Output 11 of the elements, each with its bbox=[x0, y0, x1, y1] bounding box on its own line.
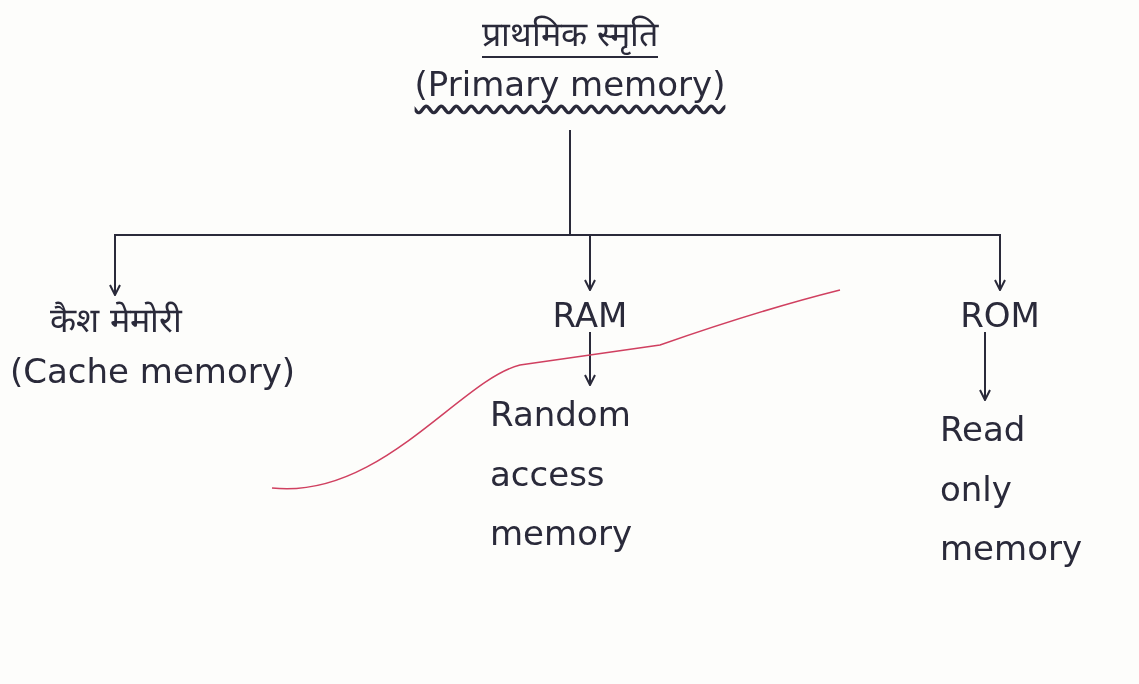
node-label: Random access memory bbox=[490, 393, 634, 555]
node-label: (Cache memory) bbox=[10, 350, 297, 393]
node-label: कैश मेमोरी bbox=[49, 299, 184, 342]
node-label: ROM bbox=[959, 294, 1041, 337]
arrow bbox=[569, 129, 1006, 291]
node-label: Read only memory bbox=[940, 408, 1084, 570]
arrow bbox=[584, 331, 596, 386]
arrow bbox=[979, 331, 991, 401]
node-label: RAM bbox=[551, 294, 629, 337]
subheading: (Primary memory) bbox=[413, 64, 727, 105]
heading: प्राथमिक स्मृति bbox=[481, 12, 659, 59]
